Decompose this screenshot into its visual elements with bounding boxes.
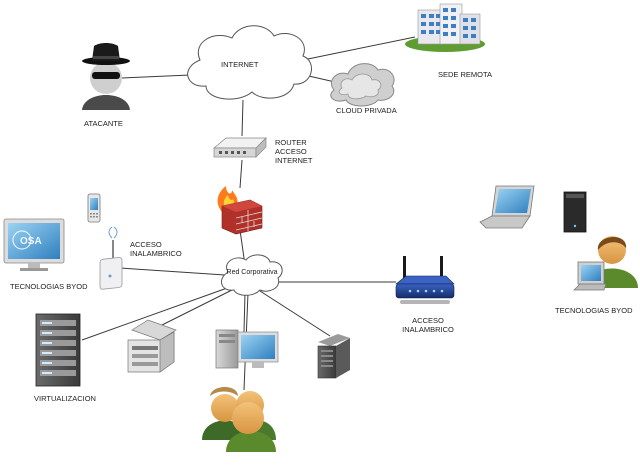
internet-cloud	[187, 25, 312, 100]
users-group-icon	[202, 387, 276, 452]
monitor-logo: OSA	[20, 236, 42, 247]
link-internet-router	[241, 99, 244, 137]
internet-router-label: ROUTER ACCESO INTERNET	[275, 138, 313, 165]
virtualization-label: VIRTUALIZACION	[34, 394, 96, 403]
corporate-network-cloud	[220, 254, 283, 296]
left-wireless-ap-label-line2: INALAMBRICO	[130, 249, 182, 258]
private-cloud-label: CLOUD PRIVADA	[336, 106, 397, 115]
right-wireless-router-icon	[395, 256, 455, 304]
remote-office-label: SEDE REMOTA	[438, 70, 493, 79]
link-internet-remote	[302, 36, 416, 61]
left-wireless-ap-label: ACCESO INALAMBRICO	[130, 240, 182, 258]
private-cloud-icon	[330, 63, 395, 107]
internet-router-label-line3: INTERNET	[275, 156, 313, 165]
virtualization-rack-icon	[35, 313, 81, 387]
laptop-icon	[479, 185, 535, 229]
byod-monitor-icon: OSA	[3, 218, 65, 271]
link-redcorp-virtual	[81, 286, 231, 341]
corporate-network-text: Red Corporativa	[226, 269, 278, 276]
mobile-phone-icon	[87, 193, 101, 223]
internet-router-label-line2: ACCESO	[275, 147, 307, 156]
server-tower-icon	[317, 334, 350, 379]
link-attacker-internet	[121, 74, 191, 79]
link-redcorp-printer	[151, 289, 233, 331]
attacker-label: ATACANTE	[84, 119, 123, 128]
link-redcorp-pc	[243, 292, 246, 333]
link-redcorp-server	[259, 290, 331, 337]
remote-office-icon	[405, 3, 485, 52]
corporate-network-label: Red Corporativa	[226, 269, 278, 277]
left-wireless-ap-label-line1: ACCESO	[130, 240, 162, 249]
attacker-icon	[82, 43, 130, 110]
small-tower-icon	[563, 191, 587, 233]
internet-router-label-line1: ROUTER	[275, 138, 307, 147]
internet-router-icon	[213, 137, 267, 158]
byod-user-icon	[573, 236, 638, 291]
desktop-pc-icon	[215, 329, 279, 369]
left-wireless-ap-icon	[99, 226, 123, 290]
link-redcorp-ap	[119, 267, 226, 276]
printer-icon	[127, 319, 177, 373]
internet-label: INTERNET	[221, 60, 259, 69]
link-router-firewall	[239, 159, 243, 189]
right-wireless-ap-label-line2: INALAMBRICO	[402, 325, 454, 334]
byod-left-label: TECNOLOGIAS BYOD	[10, 282, 88, 291]
right-wireless-ap-label-line1: ACCESO	[412, 316, 444, 325]
right-wireless-ap-label: ACCESO INALAMBRICO	[398, 316, 458, 334]
byod-right-label: TECNOLOGIAS BYOD	[555, 306, 633, 315]
firewall-icon	[217, 186, 263, 235]
